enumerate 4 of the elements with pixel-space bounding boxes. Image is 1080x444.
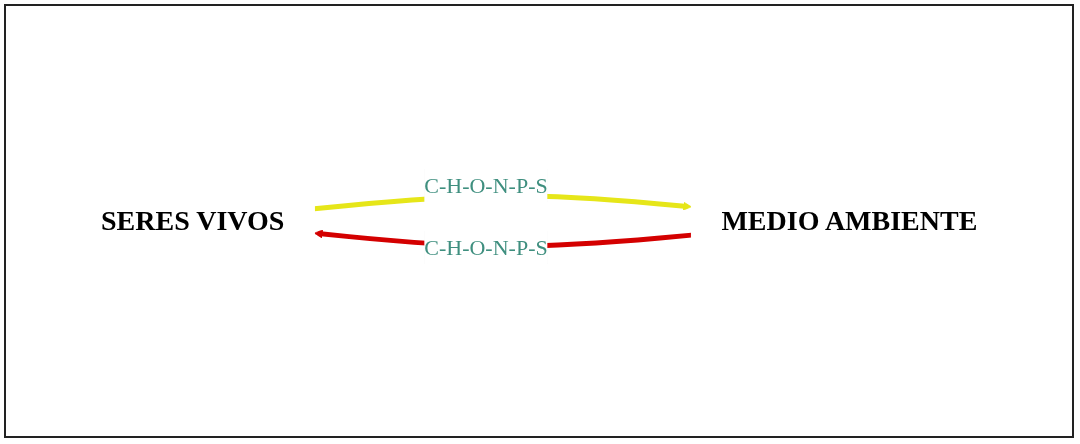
node-text: SERES VIVOS: [100, 205, 285, 236]
edge-label: C-H-O-N-P-S: [424, 234, 548, 260]
node-text: MEDIO AMBIENTE: [721, 205, 978, 236]
edge-label: C-H-O-N-P-S: [424, 173, 548, 199]
